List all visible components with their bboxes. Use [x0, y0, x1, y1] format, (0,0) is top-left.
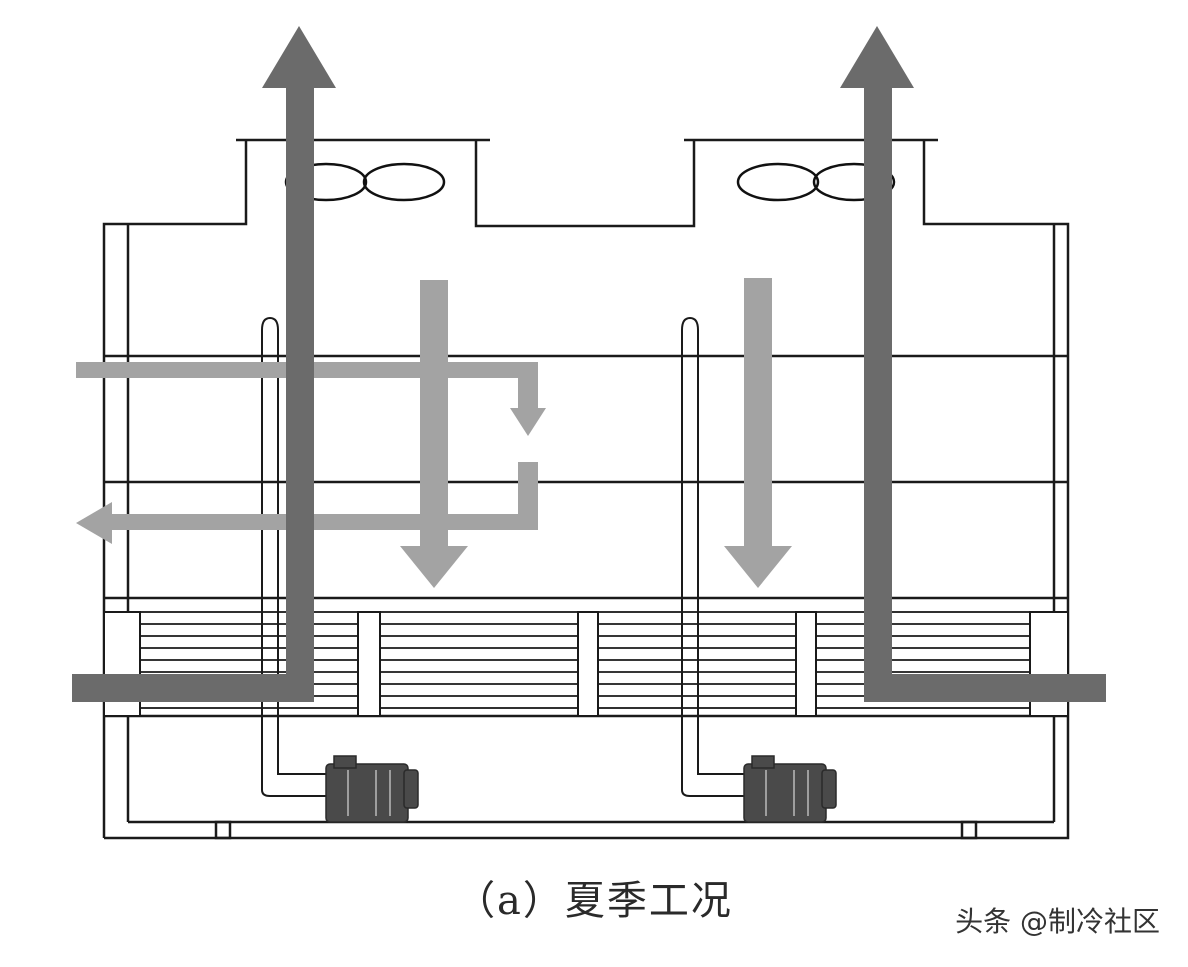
tower-frame [102, 138, 1070, 840]
pump-icon [743, 755, 837, 823]
figure-caption: （a）夏季工况 [455, 878, 733, 924]
watermark: 头条 @制冷社区 [955, 905, 1160, 938]
spray-pipe-left [261, 316, 330, 797]
air-flow-right [840, 26, 1106, 702]
coil-supports [103, 611, 1069, 717]
pump-icon [325, 755, 419, 823]
water-down-arrow-left [400, 280, 468, 588]
water-down-arrow-right [724, 278, 792, 588]
air-flow-left [72, 26, 336, 702]
fan-icon [736, 162, 896, 202]
spray-pipe-right [681, 316, 748, 797]
